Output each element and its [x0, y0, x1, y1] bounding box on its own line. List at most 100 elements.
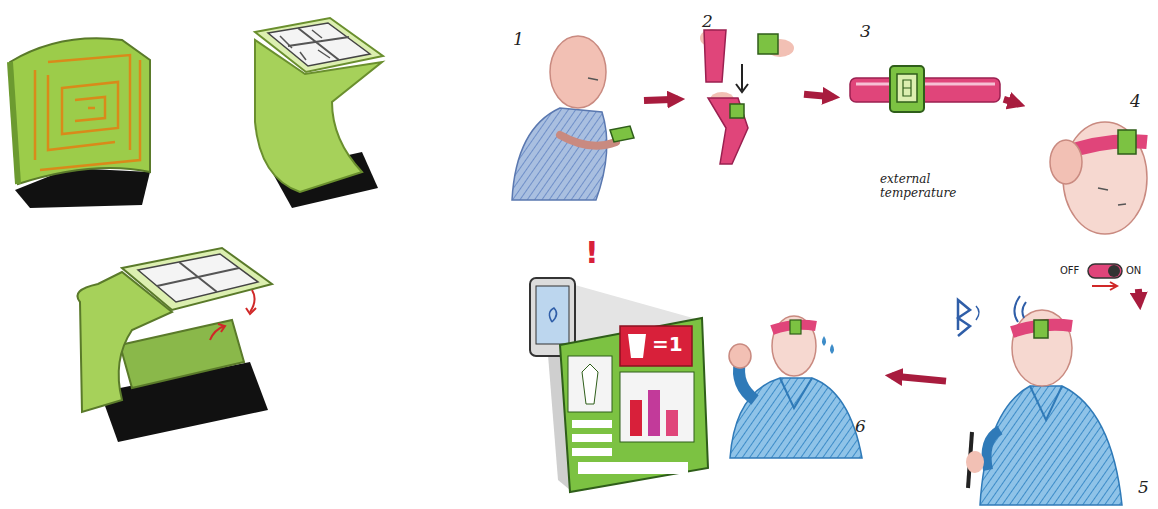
step6-person	[772, 316, 816, 376]
phone-app	[568, 356, 612, 412]
step6-person	[822, 336, 834, 354]
step5-person	[987, 430, 1001, 470]
phone-app	[582, 364, 598, 404]
step-note: external temperature	[880, 173, 964, 201]
step3-belt	[903, 80, 911, 96]
display-band	[255, 18, 383, 72]
step-number: 5	[1138, 478, 1149, 498]
phone-app	[578, 462, 688, 474]
display-band	[268, 23, 370, 66]
step-number: 4	[1130, 92, 1141, 112]
phone-app	[628, 334, 646, 358]
step2-assembly	[700, 29, 794, 164]
phone-app	[630, 400, 642, 436]
step5-person	[976, 306, 979, 320]
step4-person	[1098, 188, 1126, 205]
step5-person	[980, 386, 1122, 505]
step1-person	[560, 135, 616, 146]
maze-wristband	[75, 97, 105, 121]
folding-display	[157, 262, 239, 292]
step5-person	[958, 296, 1122, 505]
step-number: 1	[513, 30, 524, 50]
switch-off-label: OFF	[1060, 265, 1079, 276]
phone-app	[560, 318, 708, 492]
step-arrow	[644, 99, 678, 100]
step4-person	[1050, 122, 1147, 234]
step-panel: 2	[690, 8, 800, 173]
maze-wristband	[34, 70, 37, 160]
maze-wristband	[62, 82, 118, 134]
step1-person	[512, 108, 607, 200]
phone-app	[549, 308, 556, 322]
folding-display	[120, 320, 244, 388]
step5-person	[958, 300, 970, 336]
step5-person	[966, 451, 984, 473]
step4-person	[1118, 130, 1136, 154]
step3-belt	[850, 66, 1000, 112]
step2-assembly	[708, 98, 748, 164]
step1-person	[610, 126, 634, 142]
folding-display	[77, 248, 272, 442]
step-arrow	[892, 376, 946, 381]
step-number: 6	[855, 417, 866, 437]
maze-wristband	[10, 38, 150, 208]
maze-wristband	[10, 62, 18, 184]
alert-mark: !	[585, 236, 599, 269]
step3-belt	[897, 74, 917, 102]
step-arrow	[1004, 99, 1019, 104]
folding-display	[210, 326, 224, 340]
maze-wristband	[10, 38, 150, 184]
folding-display	[246, 308, 256, 314]
step5-person	[1014, 296, 1026, 322]
folding-display	[218, 324, 225, 332]
step-arrow	[804, 94, 833, 97]
phone-app	[530, 278, 708, 492]
step-panel: 5	[950, 315, 1151, 505]
phone-app	[666, 410, 678, 436]
step2-assembly	[730, 104, 744, 118]
maze-wristband	[48, 55, 130, 150]
step1-person	[512, 36, 634, 200]
step-number: 3	[860, 22, 871, 42]
step3-belt	[856, 83, 995, 86]
step2-assembly	[758, 34, 778, 54]
step6-person	[729, 316, 862, 458]
step-number: 2	[702, 12, 713, 32]
phone-app	[572, 420, 612, 428]
step6-person	[729, 344, 751, 368]
power-switch	[1088, 264, 1122, 290]
step3-belt	[890, 66, 924, 112]
folding-display	[138, 254, 258, 302]
power-switch	[1088, 264, 1122, 278]
step-panel: 6	[715, 305, 880, 460]
power-switch	[1108, 265, 1120, 277]
phone-app	[536, 286, 569, 344]
phone-app	[620, 372, 694, 442]
step4-person	[1050, 140, 1082, 184]
step5-person	[1034, 320, 1048, 338]
step5-person	[1030, 386, 1062, 420]
step-panel: 1	[505, 25, 640, 205]
phone-app	[620, 326, 692, 366]
step2-assembly	[704, 30, 726, 82]
maze-wristband	[88, 107, 95, 110]
step6-person	[790, 320, 801, 334]
step1-person	[588, 78, 598, 80]
step1-person	[550, 36, 606, 108]
display-band	[280, 30, 330, 60]
maze-wristband	[40, 60, 140, 170]
display-band	[255, 18, 383, 208]
switch-on-label: ON	[1126, 265, 1141, 276]
step2-assembly	[736, 64, 748, 92]
step-panel: 4	[1030, 88, 1150, 285]
phone-app	[572, 448, 612, 456]
phone-app	[648, 390, 660, 436]
power-switch	[1092, 282, 1117, 290]
phone-app	[572, 434, 612, 442]
step5-person	[1012, 310, 1072, 386]
count-value: =1	[652, 333, 683, 355]
step-arrow	[1138, 289, 1139, 303]
folding-display	[122, 248, 272, 310]
